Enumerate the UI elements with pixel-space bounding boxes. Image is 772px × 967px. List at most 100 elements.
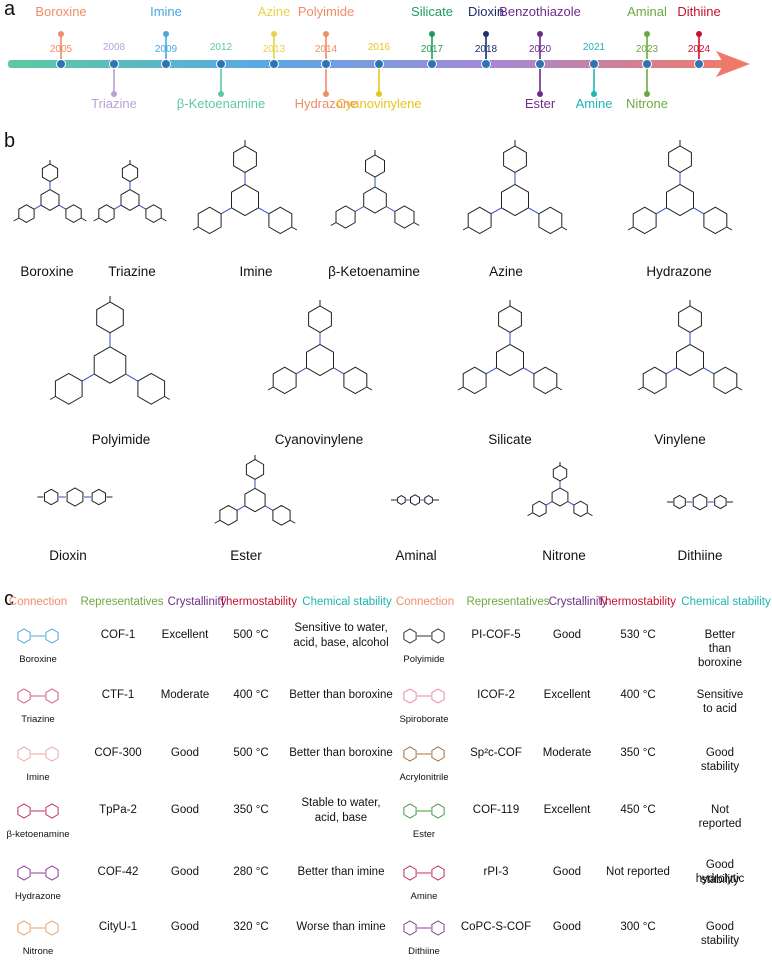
thermostability-cell: 500 °C [233,629,269,641]
structure-label: Nitrone [542,548,586,563]
timeline-graphic [8,31,750,97]
representative-cell: CityU-1 [98,921,138,933]
table-header-connection: Connection [395,596,455,608]
crystallinity-cell: Good [552,629,582,641]
chemical-stability-cell: Sensitive to water, [294,622,388,634]
chemical-stability-cell: Better than boroxine [697,629,743,669]
structure-label: Hydrazone [646,264,712,279]
timeline-event-6 [321,59,331,97]
thermostability-cell: Not reported [606,866,670,878]
structure-label: Polyimide [91,432,151,447]
acrylonitrile-linkage-icon [403,746,445,762]
timeline-name-amine: Amine [575,96,613,111]
chemical-stability-cell: Not reported [698,804,742,830]
dithiine-linkage-icon [403,920,445,936]
timeline-event-9 [481,31,491,69]
structure-triazine [93,160,167,223]
structure-label: Aminal [395,548,437,563]
structure-label: Azine [489,264,523,279]
timeline-year: 2014 [314,44,338,55]
chemical-stability-cell: Better than boroxine [289,689,393,701]
thermostability-cell: 280 °C [233,866,269,878]
imine-linkage-icon [17,746,59,762]
structure-boroxine [13,160,87,223]
timeline-year: 2024 [687,44,711,55]
ester-linkage-icon [403,803,445,819]
structure-dioxin [37,487,113,507]
chemical-stability-cell: Good hydrolytic [695,859,745,885]
crystallinity-cell: Moderate [542,747,592,759]
thermostability-cell: 320 °C [233,921,269,933]
timeline-event-2 [161,31,171,69]
connection-name: Ester [412,829,436,840]
timeline-year: 2013 [262,44,286,55]
timeline-event-4 [269,31,279,69]
representative-cell: TpPa-2 [99,804,137,816]
representative-cell: ICOF-2 [477,689,515,701]
structure--ketoenamine [330,150,420,229]
crystallinity-cell: Good [552,921,582,933]
structure-label: Triazine [108,264,156,279]
thermostability-cell: 400 °C [233,689,269,701]
representative-cell: COF-119 [472,804,520,816]
timeline-name-azine: Azine [257,4,291,19]
timeline-year: 2009 [154,44,178,55]
timeline-arrowhead [716,51,750,77]
crystallinity-cell: Good [170,747,200,759]
connection-name: Polyimide [403,654,445,665]
structure-label: Cyanovinylene [274,432,364,447]
timeline-year: 2023 [635,44,659,55]
representative-cell: COF-42 [97,866,139,878]
chemical-stability-cell: acid, base [314,812,368,824]
timeline-year: 2008 [102,42,126,53]
thermostability-cell: 300 °C [620,921,656,933]
structure-dithiine [667,493,733,511]
thermostability-cell: 350 °C [620,747,656,759]
connection-name: Nitrone [22,946,54,957]
crystallinity-cell: Good [170,804,200,816]
structure-silicate [457,300,563,395]
chemical-stability-cell: Better than boroxine [289,747,393,759]
timeline-event-7 [374,59,384,97]
timeline-event-11 [535,59,545,97]
structure-label: Ester [230,548,262,563]
table-header-representatives: Representatives [466,596,550,608]
chemical-stability-cell: Worse than imine [296,921,386,933]
amine-linkage-icon [403,865,445,881]
timeline-name-imine: Imine [150,4,182,19]
structure-label: Dioxin [49,548,87,563]
timeline-year: 2017 [420,44,444,55]
structure-cyanovinylene [267,300,373,395]
table-header-representatives: Representatives [80,596,164,608]
timeline-year: 2005 [49,44,73,55]
-ketoenamine-linkage-icon [17,803,59,819]
timeline-name-triazine: Triazine [91,96,137,111]
timeline-name-dithiine: Dithiine [677,4,721,19]
structure-polyimide [49,295,171,405]
crystallinity-cell: Moderate [160,689,210,701]
boroxine-linkage-icon [17,628,59,644]
chemical-stability-cell: Good stability [700,747,740,773]
connection-name: Imine [26,772,50,783]
representative-cell: CTF-1 [101,689,135,701]
timeline-event-8 [427,31,437,69]
timeline-year: 2020 [528,44,552,55]
structure-label: Boroxine [20,264,74,279]
chemical-stability-cell: Better than imine [297,866,385,878]
timeline-event-3 [216,59,226,97]
table-header-chemical-stability: Chemical stability [681,596,771,608]
table-header-thermostability: Thermostability [598,596,676,608]
panel-label-c: c [4,588,14,610]
representative-cell: CoPC-S-COF [460,921,532,933]
structure-nitrone [527,462,593,518]
panel-label-a: a [4,0,16,20]
timeline-name-nitrone: Nitrone [626,96,668,111]
timeline-year: 2021 [582,42,606,53]
nitrone-linkage-icon [17,920,59,936]
structure-aminal [391,494,439,506]
timeline-event-0 [56,31,66,69]
chemical-stability-cell: acid, base, alcohol [293,637,389,649]
representative-cell: PI-COF-5 [471,629,521,641]
connection-name: Amine [410,891,438,902]
timeline-name-polyimide: Polyimide [297,4,355,19]
